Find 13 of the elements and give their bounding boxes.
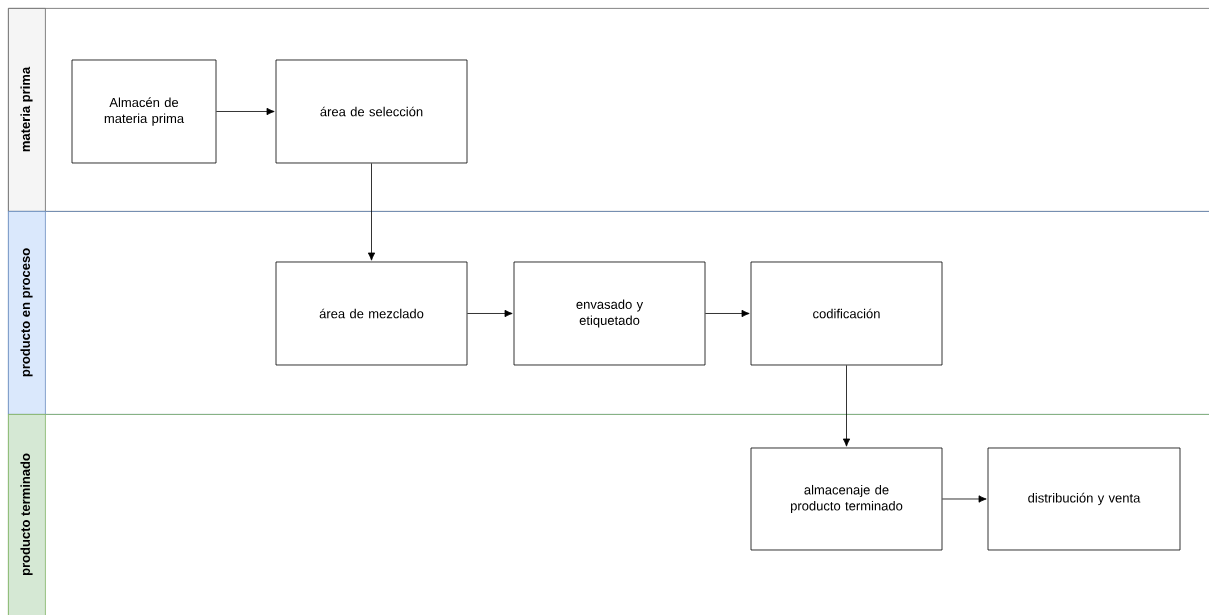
- process-box: codificación: [750, 261, 943, 366]
- process-box: distribución y venta: [987, 447, 1181, 551]
- arrow: [842, 365, 851, 447]
- arrow: [467, 309, 513, 318]
- process-box: Almacén de materia prima: [71, 59, 217, 164]
- process-box: área de selección: [275, 59, 468, 164]
- arrow: [367, 163, 376, 261]
- process-box: almacenaje de producto terminado: [750, 447, 943, 551]
- arrow: [942, 495, 987, 503]
- arrow: [705, 309, 750, 318]
- arrow: [216, 107, 275, 116]
- process-box: envasado y etiquetado: [513, 261, 706, 366]
- process-box: área de mezclado: [275, 261, 468, 366]
